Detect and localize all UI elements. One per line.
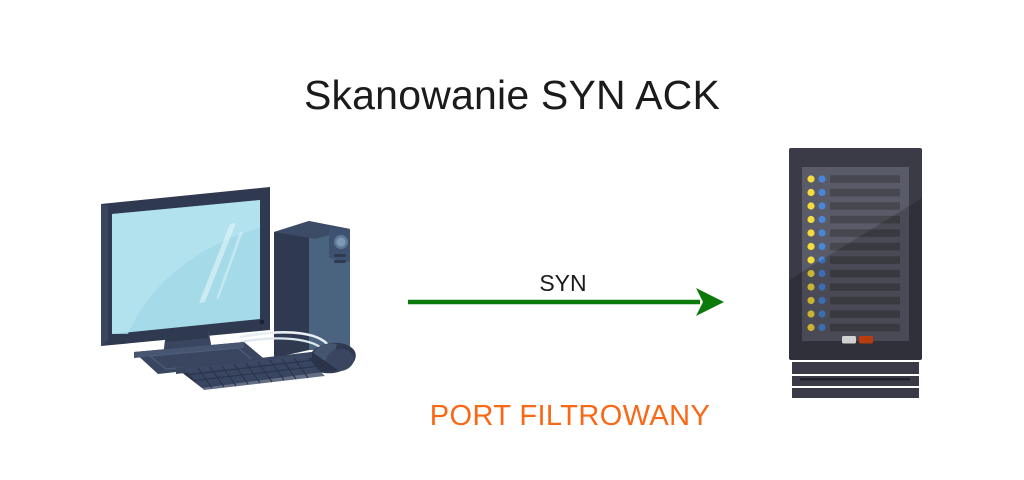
rack-slot	[830, 296, 900, 305]
desktop-computer-icon	[101, 187, 356, 390]
rack-slot	[830, 188, 900, 197]
server-status-button-orange[interactable]	[859, 336, 873, 344]
server-rack-illustration	[780, 140, 940, 405]
led-blue	[818, 202, 826, 210]
tower-vent-1	[334, 254, 346, 257]
rack-slot	[830, 242, 900, 251]
led-blue	[818, 283, 826, 291]
server-base-bar-3	[792, 388, 919, 398]
screen-glare-2	[216, 231, 243, 299]
server-base-shadow	[800, 378, 910, 381]
server-base-bar-2	[792, 376, 919, 386]
led-yellow	[807, 229, 815, 237]
monitor-base-pad-top	[134, 342, 244, 358]
keyboard-key-separators	[197, 357, 309, 389]
arrow-head	[696, 288, 724, 316]
led-yellow	[807, 256, 815, 264]
led-yellow	[807, 296, 815, 305]
mouse-top-right	[326, 348, 354, 372]
client-computer-illustration	[88, 182, 388, 407]
rack-slot	[830, 175, 900, 183]
tower-side-panel	[274, 221, 309, 358]
led-yellow	[807, 310, 815, 318]
server-status-button-white[interactable]	[842, 336, 856, 344]
led-yellow	[807, 323, 815, 332]
packet-label-syn: SYN	[539, 270, 587, 296]
led-blue	[818, 188, 826, 197]
led-yellow	[807, 202, 815, 210]
server-gloss-overlay	[789, 198, 922, 360]
rack-slot	[830, 310, 900, 318]
server-base-bar-1	[792, 362, 919, 374]
led-yellow	[807, 242, 815, 251]
server-rack-units	[807, 175, 900, 332]
led-blue	[818, 269, 826, 278]
led-blue	[818, 229, 826, 237]
led-yellow	[807, 283, 815, 291]
led-blue	[818, 242, 826, 251]
led-yellow	[807, 269, 815, 278]
led-blue	[818, 323, 826, 332]
led-yellow	[807, 175, 815, 183]
server-rack-icon	[789, 148, 922, 398]
tower-vent-2	[334, 260, 346, 263]
rack-slot	[830, 202, 900, 210]
rack-slot	[830, 256, 900, 264]
monitor-stand-neck-shade	[166, 328, 208, 342]
screen-glare-1	[199, 223, 236, 303]
rack-slot	[830, 269, 900, 278]
screen-gradient	[112, 200, 260, 334]
led-yellow	[807, 188, 815, 197]
rack-slot	[830, 283, 900, 291]
tower-power-button-inner	[336, 237, 346, 247]
led-blue	[818, 296, 826, 305]
rack-slot	[830, 323, 900, 332]
led-blue	[818, 175, 826, 183]
led-blue	[818, 256, 826, 264]
rack-slot	[830, 215, 900, 224]
monitor-frame-edge	[101, 204, 108, 346]
rack-slot	[830, 229, 900, 237]
led-yellow	[807, 215, 815, 224]
syn-packet-arrow	[408, 288, 724, 316]
monitor-power-led	[259, 319, 265, 325]
led-blue	[818, 310, 826, 318]
page-title: Skanowanie SYN ACK	[303, 72, 721, 118]
status-badge-port-filtered: PORT FILTROWANY	[429, 400, 711, 432]
tower-top-panel	[274, 221, 350, 239]
led-blue	[818, 215, 826, 224]
